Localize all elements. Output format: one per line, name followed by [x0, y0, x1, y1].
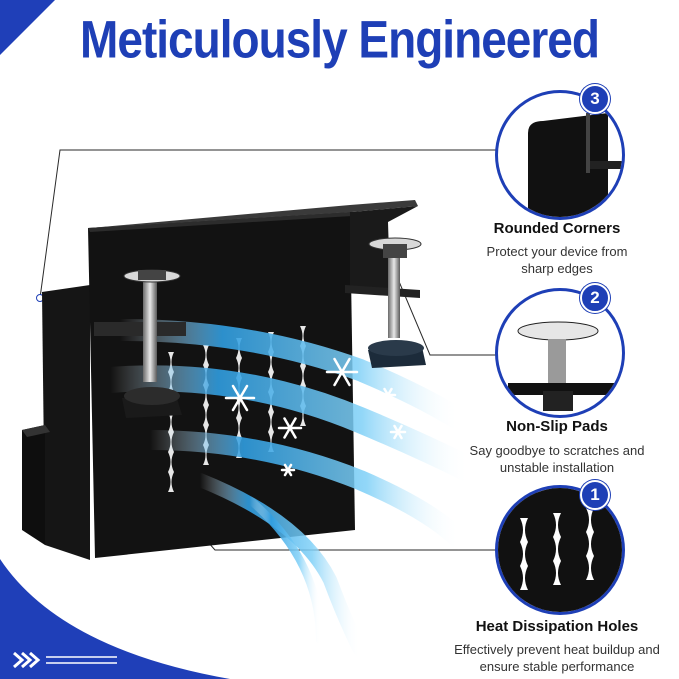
- callout-heat-dissipation-holes: [495, 485, 625, 615]
- feature-title-rounded-corners: Rounded Corners: [493, 220, 621, 237]
- feature-desc-heat-dissipation-holes-line2: ensure stable performance: [479, 659, 635, 674]
- feature-title-heat-dissipation-holes: Heat Dissipation Holes: [475, 618, 639, 635]
- badge-number-3: 3: [580, 84, 610, 114]
- callout-rounded-corners: [495, 90, 625, 220]
- badge-number-1: 1: [580, 480, 610, 510]
- heat-holes-closeup-icon: [498, 488, 622, 612]
- left-clamp: [94, 269, 186, 418]
- brand-chevron-icon: [13, 651, 117, 669]
- headline: Meticulously Engineered: [80, 9, 600, 69]
- rounded-corner-closeup-icon: [528, 113, 622, 217]
- feature-title-non-slip-pads: Non-Slip Pads: [506, 418, 608, 435]
- top-bar: [90, 200, 418, 228]
- corner-accent-top-left: [0, 0, 55, 55]
- feature-desc-heat-dissipation-holes-line1: Effectively prevent heat buildup and: [454, 642, 660, 657]
- feature-desc-non-slip-pads-line1: Say goodbye to scratches and: [469, 443, 645, 458]
- right-clamp: [368, 237, 426, 368]
- badge-number-2: 2: [580, 283, 610, 313]
- feature-desc-rounded-corners-line1: Protect your device from: [486, 244, 628, 259]
- feature-desc-rounded-corners-line2: sharp edges: [521, 261, 593, 276]
- snowflake-icons: [224, 357, 407, 477]
- side-tray: [22, 285, 90, 560]
- airflow: [97, 319, 483, 657]
- feature-desc-non-slip-pads-line2: unstable installation: [499, 460, 615, 475]
- corner-accent-bottom-left: [0, 559, 230, 679]
- non-slip-pad-closeup-icon: [508, 321, 618, 411]
